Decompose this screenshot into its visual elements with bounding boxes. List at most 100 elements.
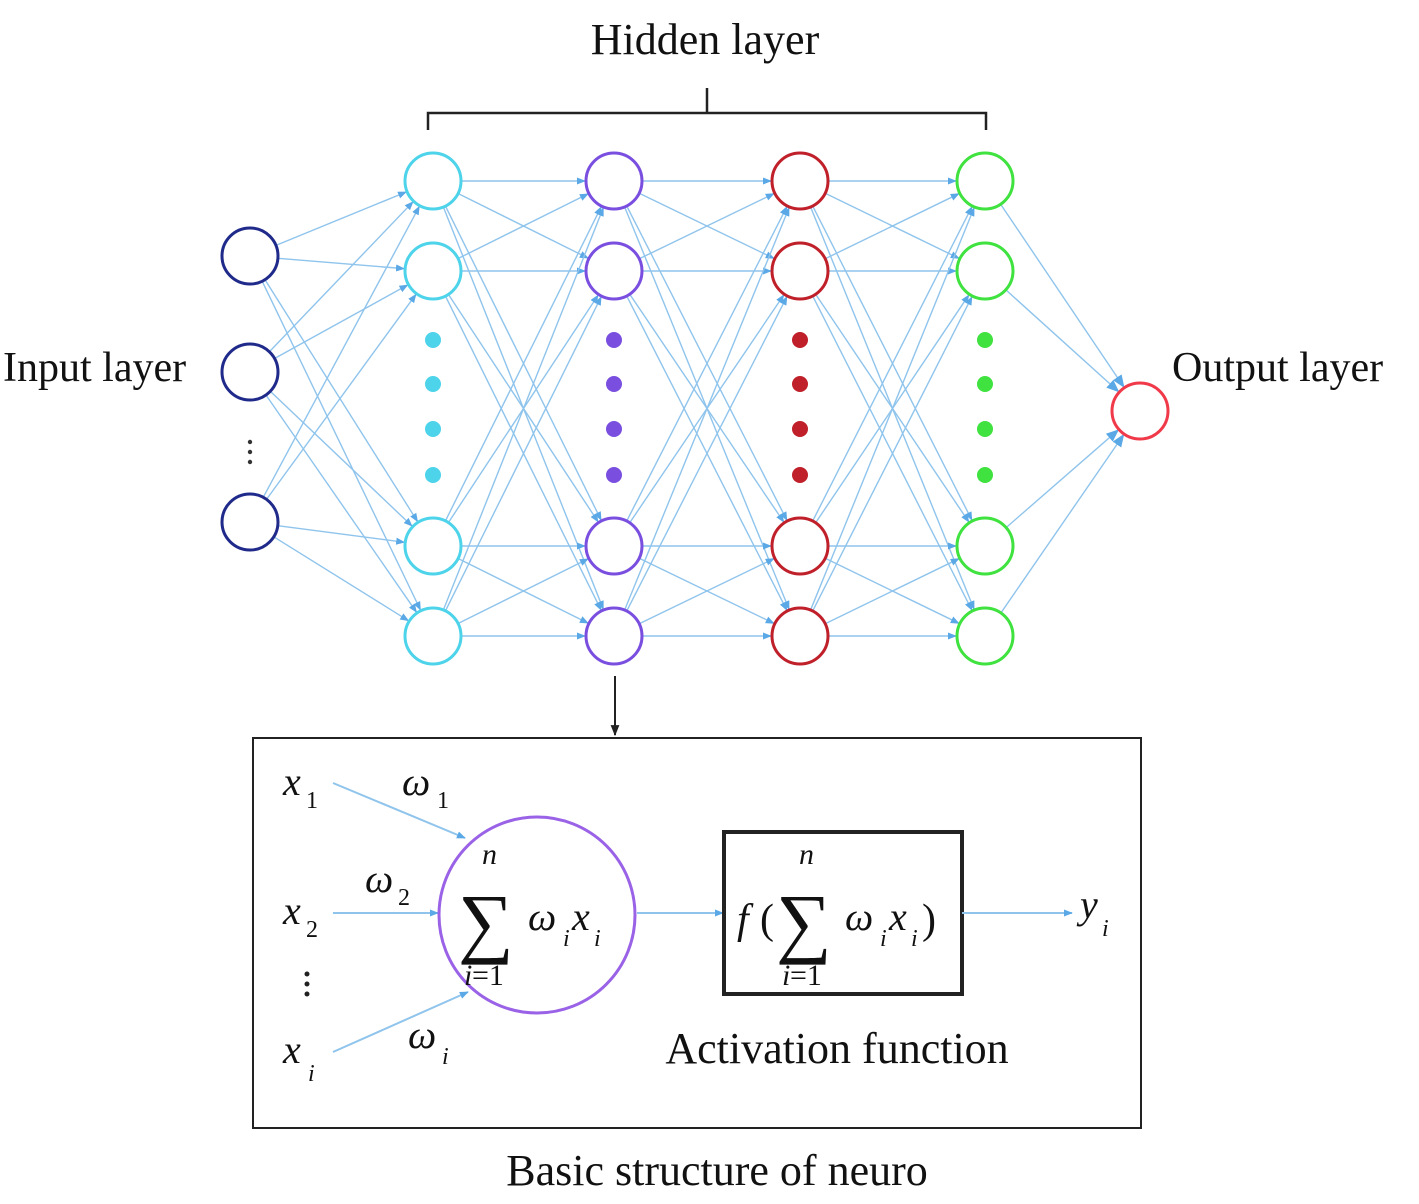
- activation-formula: f ( n ∑ i =1 ω i x i ): [737, 838, 936, 992]
- svg-text:i: i: [464, 959, 472, 992]
- hidden-ellipsis-dot: [425, 467, 441, 483]
- svg-text:i: i: [563, 926, 570, 952]
- svg-text:ω: ω: [365, 856, 393, 901]
- connection: [269, 390, 413, 527]
- svg-text:i: i: [782, 959, 790, 992]
- input-ellipsis-dot: [247, 449, 253, 455]
- connection: [273, 536, 410, 622]
- hidden-node: [403, 606, 463, 666]
- svg-text:i: i: [880, 926, 887, 952]
- connection: [638, 193, 775, 260]
- svg-text:i: i: [1102, 916, 1109, 942]
- connection: [623, 207, 790, 611]
- connection: [274, 284, 409, 360]
- svg-text:i: i: [911, 926, 918, 952]
- connection: [812, 296, 973, 612]
- connection: [265, 293, 417, 500]
- network-nodes: [220, 151, 1170, 666]
- connection: [261, 280, 422, 611]
- svg-text:i: i: [594, 926, 601, 952]
- connection: [824, 193, 960, 260]
- svg-text:1: 1: [306, 788, 318, 814]
- weight-w1: ω 1: [402, 759, 449, 814]
- svg-text:x: x: [888, 894, 907, 939]
- activation-function-label: Activation function: [665, 1024, 1008, 1073]
- connection: [277, 257, 405, 272]
- connection: [812, 206, 973, 522]
- svg-text:n: n: [482, 838, 497, 871]
- output-node: [1110, 381, 1170, 441]
- hidden-ellipsis-dot: [977, 376, 993, 392]
- hidden-ellipsis-dot: [977, 332, 993, 348]
- hidden-node: [584, 151, 644, 211]
- hidden-ellipsis-dot: [977, 421, 993, 437]
- connection: [809, 207, 975, 611]
- connection: [457, 193, 589, 260]
- input-x2: x 2: [282, 888, 318, 943]
- connection: [626, 296, 788, 612]
- input-ellipsis: [304, 971, 310, 997]
- sigma-symbol: ∑: [458, 878, 514, 965]
- connection: [626, 206, 788, 522]
- connection: [444, 296, 602, 612]
- weight-arrow-1: [332, 782, 466, 839]
- svg-text:f: f: [737, 897, 754, 943]
- input-node: [220, 226, 280, 286]
- hidden-node: [770, 241, 830, 301]
- hidden-node: [584, 606, 644, 666]
- svg-text:2: 2: [306, 917, 318, 943]
- hidden-ellipsis-dot: [792, 421, 808, 437]
- connection: [638, 558, 775, 625]
- hidden-node: [770, 516, 830, 576]
- hidden-ellipsis-dot: [792, 376, 808, 392]
- hidden-node: [584, 241, 644, 301]
- hidden-ellipsis-dot: [425, 332, 441, 348]
- hidden-node: [770, 606, 830, 666]
- svg-text:x: x: [282, 759, 301, 804]
- hidden-node: [403, 151, 463, 211]
- svg-text:): ): [922, 897, 936, 943]
- connection: [1000, 203, 1125, 389]
- svg-text:ω: ω: [402, 759, 430, 804]
- hidden-node: [403, 516, 463, 576]
- svg-text:=1: =1: [472, 959, 504, 992]
- hidden-ellipsis-dot: [606, 467, 622, 483]
- hidden-node: [584, 516, 644, 576]
- output-layer-label: Output layer: [1172, 345, 1383, 391]
- hidden-ellipsis-dot: [425, 376, 441, 392]
- connection: [268, 201, 414, 353]
- svg-text:x: x: [282, 1027, 301, 1072]
- neuron-structure-box: [252, 737, 1142, 1129]
- svg-text:x: x: [282, 888, 301, 933]
- svg-text:ω: ω: [528, 894, 556, 939]
- hidden-ellipsis-dot: [606, 421, 622, 437]
- hidden-ellipsis-dot: [792, 467, 808, 483]
- connection: [442, 207, 604, 611]
- hidden-ellipsis-dot: [606, 332, 622, 348]
- svg-text:=1: =1: [790, 959, 822, 992]
- input-ellipsis-dot: [247, 459, 253, 465]
- input-xi: x i: [282, 1027, 315, 1087]
- hidden-layer-label: Hidden layer: [591, 15, 820, 64]
- input-layer-label: Input layer: [3, 345, 186, 391]
- connection: [277, 524, 406, 545]
- connection: [457, 558, 589, 625]
- weight-wi: ω i: [408, 1012, 449, 1070]
- svg-text:(: (: [760, 897, 774, 943]
- input-node: [220, 492, 280, 552]
- connection: [1005, 289, 1120, 393]
- hidden-node: [770, 151, 830, 211]
- svg-text:y: y: [1076, 882, 1098, 927]
- hidden-node: [955, 516, 1015, 576]
- weight-w2: ω 2: [365, 856, 410, 911]
- weight-arrow-i: [332, 991, 469, 1053]
- svg-text:x: x: [571, 894, 590, 939]
- output-yi: y i: [1076, 882, 1109, 942]
- hidden-ellipsis-dot: [606, 376, 622, 392]
- connection: [275, 191, 407, 247]
- connection: [824, 558, 960, 625]
- input-ellipsis-dot: [247, 439, 253, 445]
- svg-text:i: i: [442, 1044, 449, 1070]
- input-node: [220, 342, 280, 402]
